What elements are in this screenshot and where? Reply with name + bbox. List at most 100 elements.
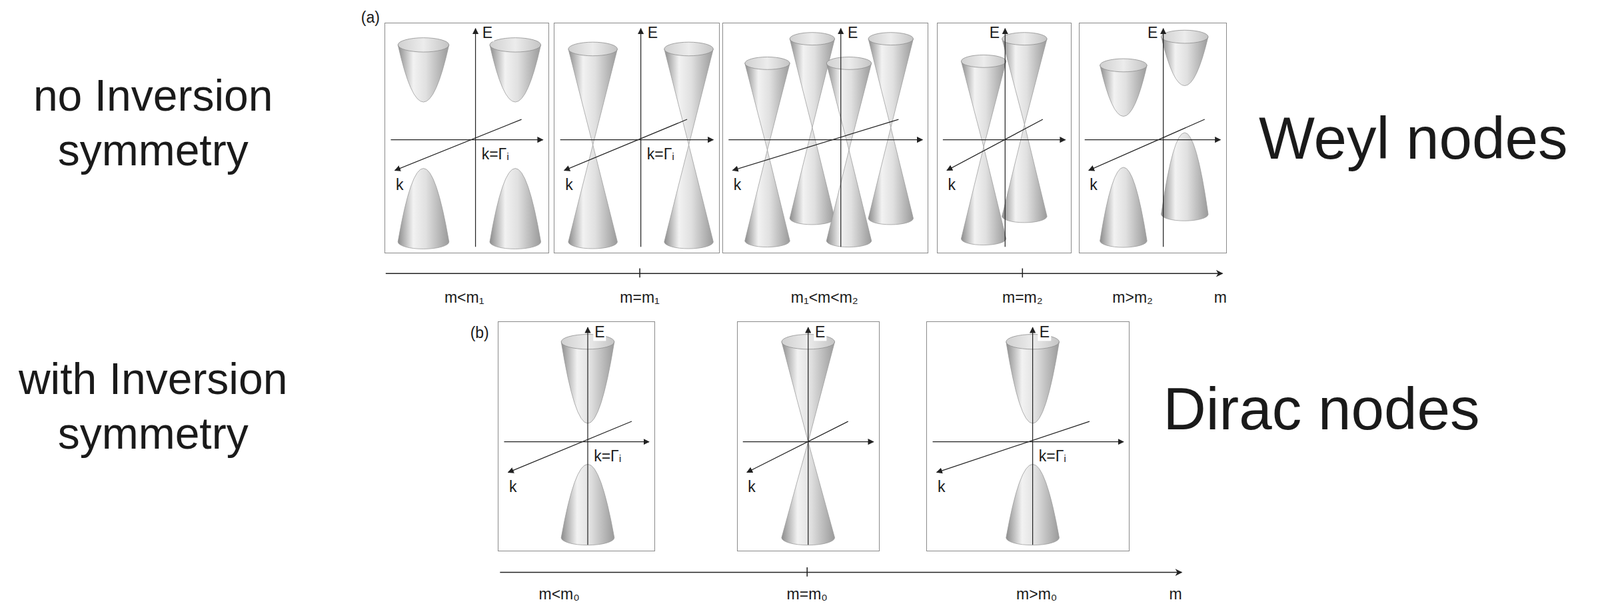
conduction-band [826,63,871,150]
momentum-label: k [936,479,947,496]
momentum-energy-axis [395,119,522,171]
band-pair [489,37,542,250]
momentum-energy-axis [807,327,809,545]
momentum-energy-axis [503,441,649,442]
conduction-band [1161,36,1209,86]
symmetry-note: no Inversion symmetry [6,67,300,178]
valence-band [397,168,450,250]
energy-axis-label: E [1038,323,1051,341]
momentum-energy-axis [946,119,1043,171]
valence-band [960,146,1006,245]
momentum-energy-axis [732,119,899,171]
momentum-label: k=Γᵢ [645,146,676,164]
parameter-range: m>m₀ [1016,585,1057,603]
parameter-range: m=m₂ [1002,287,1043,306]
band-pair [868,32,913,225]
axis-line [385,272,1223,274]
energy-axis-label: E [481,24,494,42]
momentum-energy-axis [1084,139,1221,140]
band-rim [960,54,1006,68]
momentum-label: k [507,479,519,496]
energy-axis-label: E [846,24,859,42]
band-panel-art [932,327,1124,545]
panel-letter: (a) [361,8,380,26]
conduction-band [489,44,542,102]
band-rim [1002,32,1047,46]
momentum-label: k [746,479,758,496]
momentum-label: k [946,177,957,194]
band-group [390,28,1221,546]
momentum-label: k=Γᵢ [1037,448,1068,466]
energy-axis-label: E [593,323,606,341]
energy-axis-label: E [646,24,660,42]
valence-band [568,144,618,249]
valence-band [789,127,835,225]
parameter-range: m=m₁ [619,287,660,306]
node-type-title: Weyl nodes [1258,103,1568,172]
conduction-band [1100,65,1147,117]
momentum-label: k [394,177,406,194]
band-panel-art [390,28,543,250]
axis-name: m [1168,585,1182,603]
conduction-band [397,44,450,102]
conduction-band [1002,38,1047,125]
valence-band [489,168,542,250]
axis-tick [806,567,808,577]
momentum-energy-axis [1088,119,1205,171]
band-pair [960,54,1006,245]
band-rim [1100,58,1147,72]
symmetry-note: with Inversion symmetry [6,351,300,461]
axis-tick [1022,267,1024,278]
energy-axis-label: E [988,24,1001,42]
band-panel: Ek=Γᵢk [553,22,720,254]
momentum-energy-axis [747,421,849,473]
valence-band [868,127,913,225]
band-pair [1161,29,1209,221]
parameter-range: m<m₁ [444,287,485,306]
conduction-band [745,63,790,150]
band-panel: Ek=Γᵢk [497,321,656,552]
energy-axis-label: E [1146,24,1159,42]
conduction-band [664,48,714,145]
band-panel-art [1084,28,1221,248]
conduction-band [868,38,913,128]
momentum-label: k [732,177,744,194]
parameter-range: m<m₀ [538,585,580,603]
band-panel: Ek [1078,22,1227,254]
band-pair [745,56,790,247]
band-rim [868,32,913,46]
band-rim [826,56,871,70]
valence-band [1002,124,1047,223]
energy-axis-label: E [813,323,827,341]
band-rim [745,56,790,70]
band-panel-art [728,28,923,248]
valence-band [1100,167,1147,248]
band-panel-art [942,28,1066,248]
momentum-energy-axis [1032,327,1033,545]
band-rim [397,37,450,52]
valence-band [1161,132,1209,221]
band-panel: Ek=Γᵢ k [384,22,550,254]
parameter-range: m>m₂ [1112,287,1153,306]
band-panel-art [560,28,714,249]
momentum-label: k=Γᵢ [480,146,511,164]
valence-band [826,149,871,248]
band-panel: Ek [936,22,1072,254]
band-panel-art [743,327,874,545]
momentum-energy-axis [840,28,841,248]
m-axis-a [385,267,1223,278]
momentum-energy-axis [640,28,642,248]
band-panel-art [503,327,649,545]
momentum-energy-axis [508,421,632,473]
axis-line [499,571,1182,574]
parameter-range: m=m₀ [787,585,828,603]
band-pair [397,37,450,250]
band-pair [664,41,714,249]
momentum-energy-axis [390,139,543,140]
band-pair [1100,58,1147,248]
node-type-title: Dirac nodes [1163,373,1481,442]
momentum-energy-axis [587,327,588,545]
panel-letter: (b) [470,323,490,342]
band-panel: Ek [722,22,929,254]
